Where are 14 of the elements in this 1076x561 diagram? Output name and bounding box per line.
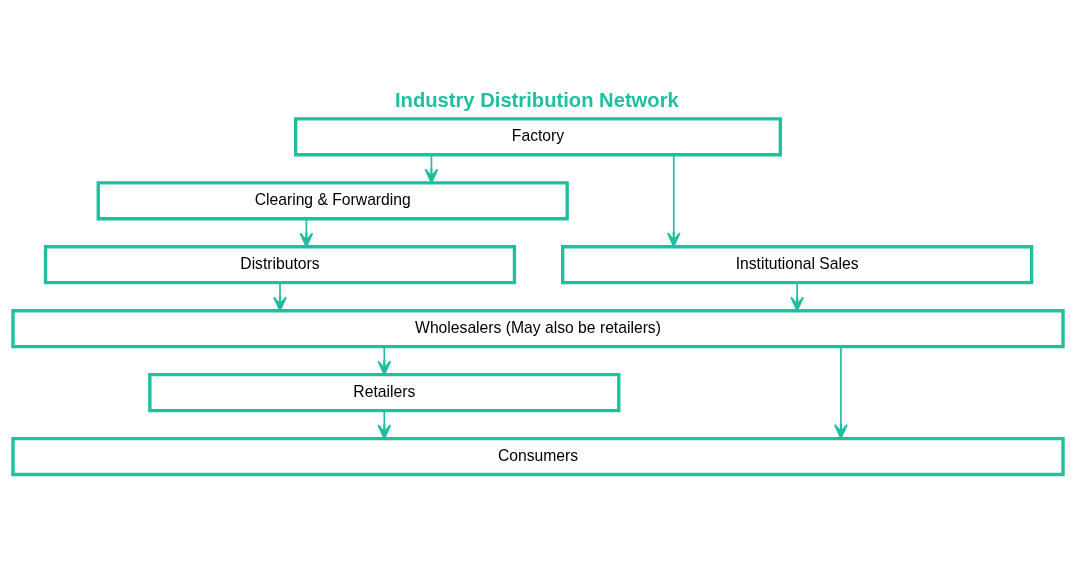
node-box: Factory xyxy=(294,116,782,156)
node-box: Institutional Sales xyxy=(561,244,1034,284)
arrow xyxy=(273,281,287,312)
node-box: Retailers xyxy=(148,372,621,412)
arrow xyxy=(666,153,681,247)
node-box: Clearing & Forwarding xyxy=(96,180,569,220)
arrow xyxy=(790,281,805,312)
node-box: Wholesalers (May also be retailers) xyxy=(11,308,1065,348)
node-box: Consumers xyxy=(11,436,1065,476)
arrow xyxy=(377,409,392,439)
node-box: Distributors xyxy=(43,244,517,284)
diagram-title: Industry Distribution Network xyxy=(394,88,679,111)
arrow xyxy=(377,345,392,375)
arrow xyxy=(834,345,848,439)
